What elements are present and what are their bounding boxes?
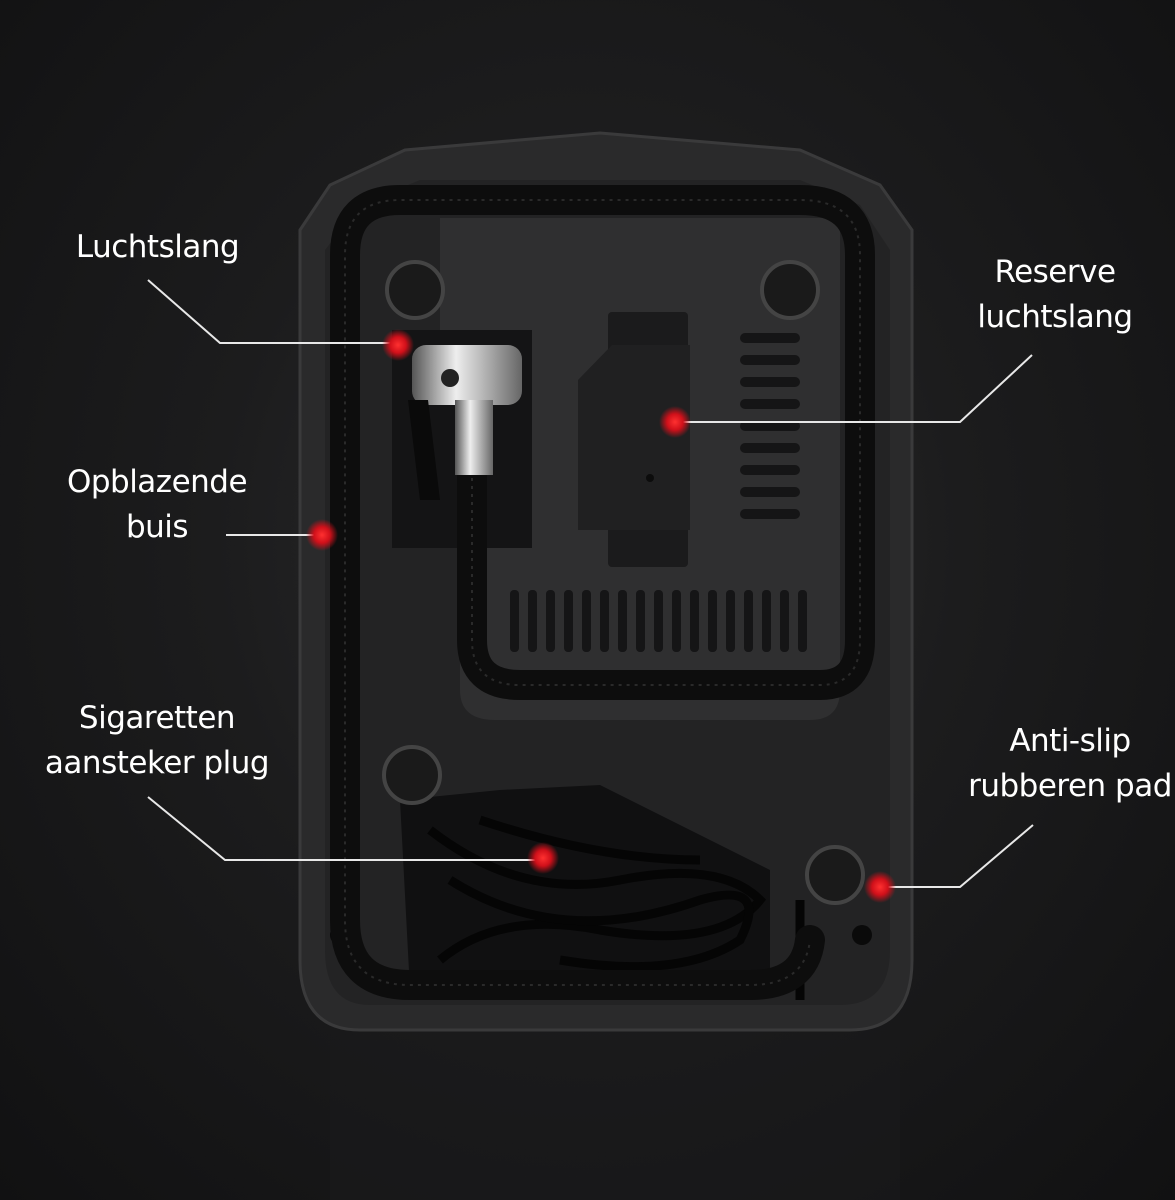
vent-slot (582, 590, 591, 652)
leader-anti-slip-pad (880, 824, 1034, 888)
vent-slot (564, 590, 573, 652)
label-line: buis (125, 509, 189, 545)
vent-slot (528, 590, 537, 652)
vent-slot (510, 590, 519, 652)
air-chuck (408, 345, 522, 500)
vent-slot (726, 590, 735, 652)
label-line: Luchtslang (75, 229, 240, 265)
device-reflection (330, 1040, 900, 1200)
label-spare-hose: Reserve luchtslang (945, 250, 1165, 340)
marker-air-hose (382, 329, 414, 361)
vent-slot (546, 590, 555, 652)
vent-slot (600, 590, 609, 652)
leader-spare-hose (675, 354, 1033, 423)
vent-slot (636, 590, 645, 652)
label-line: rubberen pad (968, 768, 1172, 804)
label-air-hose: Luchtslang (40, 225, 275, 270)
vent-slot (744, 590, 753, 652)
label-line: Opblazende (66, 464, 248, 500)
label-line: Reserve (994, 254, 1116, 290)
label-line: luchtslang (977, 299, 1133, 335)
vent-slot (654, 590, 663, 652)
label-line: Anti-slip (1009, 723, 1131, 759)
label-inflation-tube: Opblazende buis (37, 460, 277, 550)
vent-slot (762, 590, 771, 652)
bottom-vents (510, 590, 807, 652)
vent-slot (708, 590, 717, 652)
label-line: Sigaretten (78, 700, 236, 736)
vent-slot (618, 590, 627, 652)
leader-cigarette-plug (147, 796, 543, 861)
label-anti-slip-pad: Anti-slip rubberen pad (940, 719, 1175, 809)
markers (306, 329, 896, 903)
label-cigarette-plug: Sigaretten aansteker plug (17, 696, 297, 786)
vent-slot (672, 590, 681, 652)
leader-air-hose (147, 279, 398, 344)
marker-spare-hose (659, 406, 691, 438)
marker-inflation-tube (306, 519, 338, 551)
inflation-hose (330, 185, 875, 1000)
vent-slot (798, 590, 807, 652)
label-line: aansteker plug (44, 745, 270, 781)
rubber-feet (382, 260, 865, 905)
marker-cigarette-plug (527, 842, 559, 874)
vent-slot (780, 590, 789, 652)
marker-anti-slip-pad (864, 871, 896, 903)
side-vents (740, 333, 800, 519)
vent-slot (690, 590, 699, 652)
